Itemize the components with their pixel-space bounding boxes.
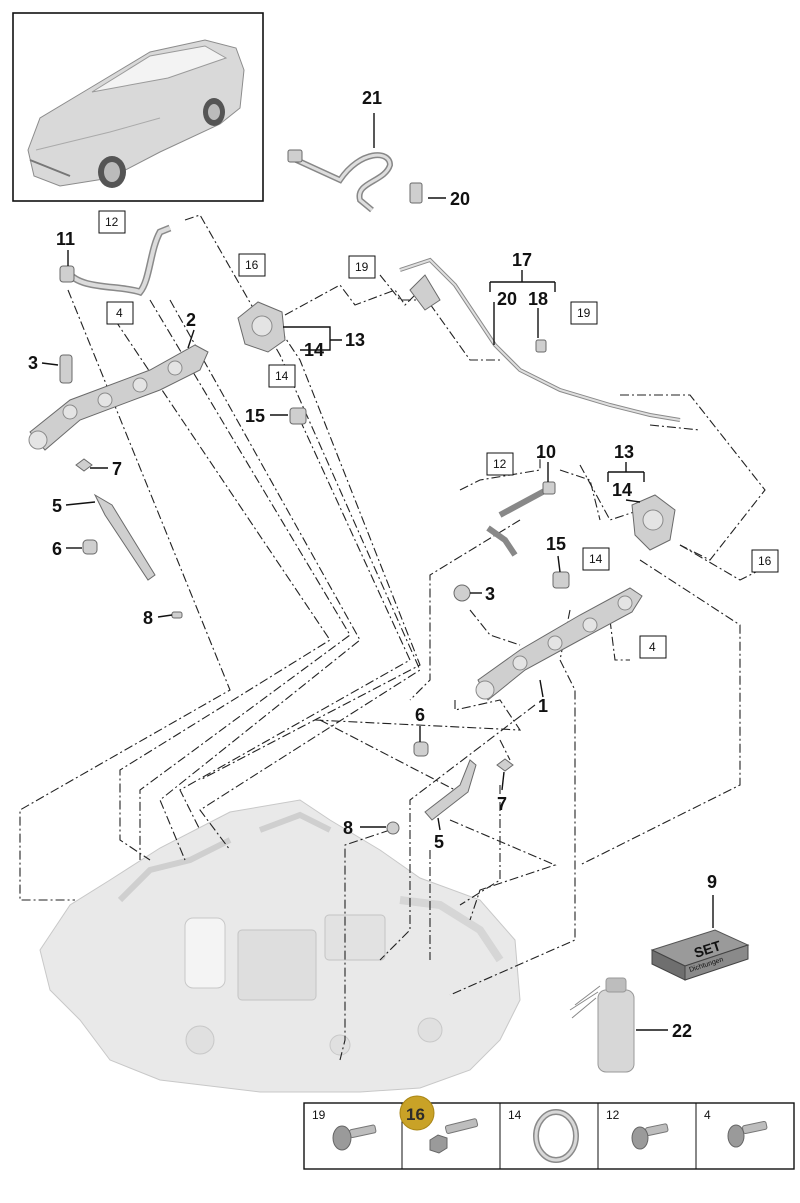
legend-label-12: 12: [606, 1108, 620, 1122]
callout-20-top: 20: [450, 189, 470, 209]
highlight-badge: [399, 1095, 435, 1131]
part-high-pressure-pump-13b: [631, 494, 676, 551]
callout-20-group: 20: [497, 289, 517, 309]
callout-7-right: 7: [497, 794, 507, 814]
part-fuel-line-21: [287, 149, 394, 213]
part-sensor-20a: [409, 182, 423, 204]
callout-13-right: 13: [614, 442, 634, 462]
boxed-ref-4-right: 4: [649, 640, 656, 654]
callout-15-left: 15: [245, 406, 265, 426]
legend-item-4[interactable]: 4: [704, 1108, 768, 1148]
part-clip-7b: [496, 758, 514, 772]
callout-8-left: 8: [143, 608, 153, 628]
callout-21: 21: [362, 88, 382, 108]
boxed-ref-12-right: 12: [493, 457, 507, 471]
bolt-icon: [727, 1120, 768, 1148]
callout-6-right: 6: [415, 705, 425, 725]
callout-labels: 21 20 17 20 18 11 2 13 14 3 15 7 5 6 8 1…: [28, 88, 717, 1041]
callout-14-right: 14: [612, 480, 632, 500]
boxed-ref-16-top: 16: [245, 258, 259, 272]
boxed-ref-14-right: 14: [589, 552, 603, 566]
part-seal-15a: [289, 407, 307, 425]
boxed-ref-4-left: 4: [116, 306, 123, 320]
callout-9: 9: [707, 872, 717, 892]
spray-can-22: [569, 977, 635, 1073]
part-sensor-3a: [59, 354, 73, 384]
part-sensor-3b: [453, 584, 471, 602]
legend-label-14: 14: [508, 1108, 522, 1122]
part-injector-5a: [93, 493, 156, 581]
part-seal-6b: [413, 741, 429, 757]
part-high-pressure-pump-13a: [237, 301, 286, 353]
bolt-icon: [332, 1124, 377, 1151]
leader-lines: [41, 113, 714, 1031]
part-bolt-18: [535, 339, 547, 353]
fastener-legend: 19 16 14 12: [303, 1095, 795, 1170]
bolt-icon: [429, 1118, 479, 1154]
part-fuel-rail-1: [475, 587, 643, 701]
bolt-icon: [631, 1123, 669, 1150]
part-injector-5b: [424, 759, 477, 821]
legend-item-16[interactable]: 16: [399, 1095, 479, 1154]
part-seal-6a: [82, 539, 98, 555]
engine-block: [39, 799, 521, 1093]
boxed-ref-16-right: 16: [758, 554, 772, 568]
callout-8-right: 8: [343, 818, 353, 838]
part-ring-8a: [171, 611, 183, 619]
callout-11: 11: [56, 229, 75, 249]
boxed-ref-12-top: 12: [105, 215, 119, 229]
callout-3-left: 3: [28, 353, 38, 373]
callout-17: 17: [512, 250, 532, 270]
part-ring-8b: [386, 821, 400, 835]
boxed-references: 12 4 16 19 19 14 12 14 16 4: [98, 210, 779, 659]
part-fuel-pipe-17: [399, 257, 681, 422]
part-fuel-line-10: [486, 481, 556, 557]
callout-6-left: 6: [52, 539, 62, 559]
callout-22: 22: [672, 1021, 692, 1041]
legend-item-12[interactable]: 12: [606, 1108, 669, 1150]
vehicle-thumbnail: [12, 12, 264, 202]
boxed-ref-14-center: 14: [275, 369, 289, 383]
legend-label-16: 16: [406, 1105, 425, 1124]
callout-5-right: 5: [434, 832, 444, 852]
part-clip-7a: [75, 458, 93, 472]
part-fuel-rail-2: [28, 344, 209, 451]
legend-label-4: 4: [704, 1108, 711, 1122]
legend-item-14[interactable]: 14: [508, 1108, 579, 1163]
callout-14-left: 14: [304, 340, 324, 360]
callout-3-right: 3: [485, 584, 495, 604]
seal-set-9: SET Dichtungen: [650, 929, 750, 981]
callout-15-right: 15: [546, 534, 566, 554]
legend-label-19: 19: [312, 1108, 326, 1122]
callout-7-left: 7: [112, 459, 122, 479]
callout-1: 1: [538, 696, 548, 716]
boxed-ref-19-right: 19: [577, 306, 591, 320]
callout-10: 10: [536, 442, 556, 462]
callout-18: 18: [528, 289, 548, 309]
part-fuel-pipe-11: [59, 224, 172, 297]
callout-13-left: 13: [345, 330, 365, 350]
o-ring-icon: [533, 1109, 579, 1163]
part-seal-15b: [552, 571, 570, 589]
callout-5-left: 5: [52, 496, 62, 516]
callout-2: 2: [186, 310, 196, 330]
legend-item-19[interactable]: 19: [312, 1108, 377, 1151]
boxed-ref-19-center: 19: [355, 260, 369, 274]
